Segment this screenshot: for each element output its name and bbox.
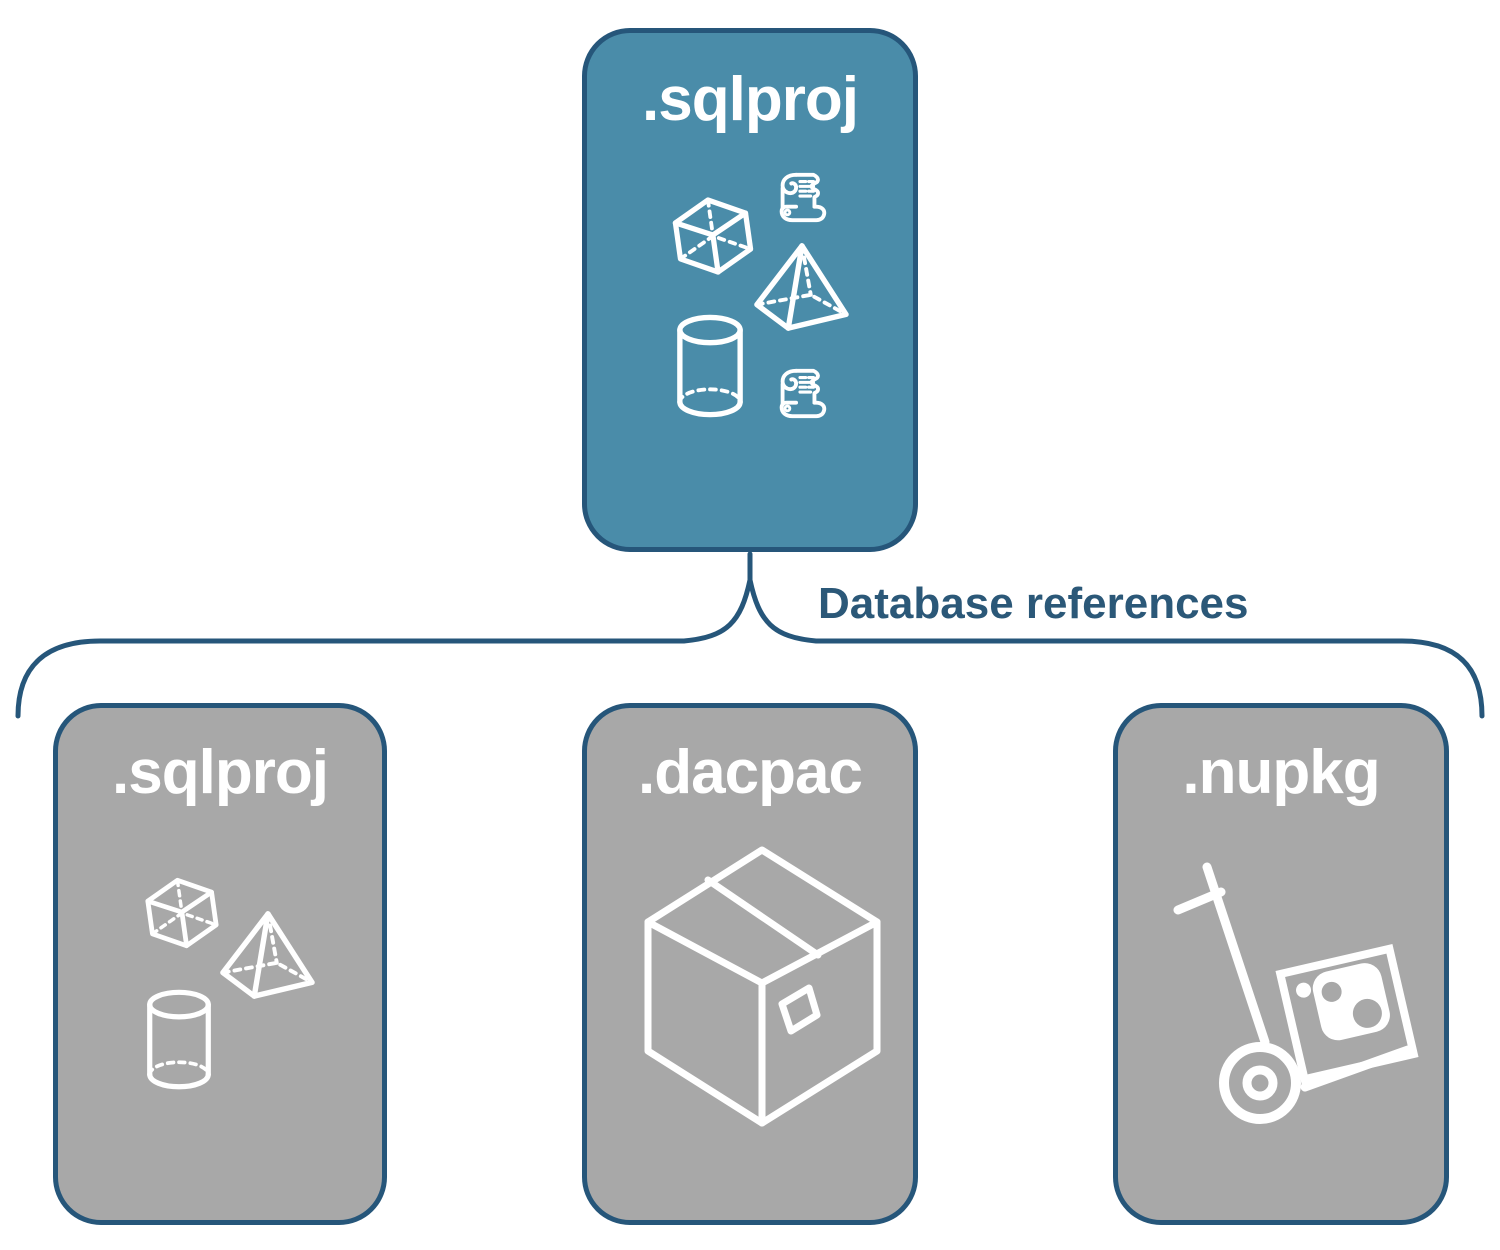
pyramid-icon	[223, 914, 312, 996]
hand-truck-wheel	[1219, 1042, 1301, 1124]
cube-icon	[146, 876, 219, 950]
hand-truck-rail	[1202, 862, 1270, 1047]
hand-truck-hub	[1242, 1065, 1278, 1101]
hand-truck-package-icon	[1173, 862, 1419, 1124]
connector-brace	[15, 579, 1485, 719]
pyramid-icon	[757, 246, 846, 328]
node-sqlproj-parent: .sqlproj	[582, 28, 918, 552]
node-title: .sqlproj	[642, 65, 859, 134]
database-cylinder-icon	[150, 992, 209, 1086]
node-title: .nupkg	[1182, 738, 1380, 807]
node-title: .sqlproj	[112, 738, 329, 807]
node-sqlproj-child: .sqlproj	[53, 703, 387, 1225]
node-nupkg: .nupkg	[1113, 703, 1449, 1225]
sql-objects-icon-cluster	[647, 172, 867, 419]
connector-label: Database references	[818, 579, 1249, 628]
nuget-package-box	[1275, 943, 1419, 1085]
sql-objects-icon-cluster	[130, 857, 330, 1101]
cube-icon	[673, 195, 753, 277]
script-scroll-icon	[779, 368, 827, 419]
package-box-icon	[644, 846, 881, 1127]
database-cylinder-icon	[680, 317, 740, 414]
node-dacpac: .dacpac	[582, 703, 918, 1225]
script-scroll-icon	[779, 172, 827, 223]
node-title: .dacpac	[638, 738, 863, 807]
nuget-logo	[1312, 963, 1390, 1041]
